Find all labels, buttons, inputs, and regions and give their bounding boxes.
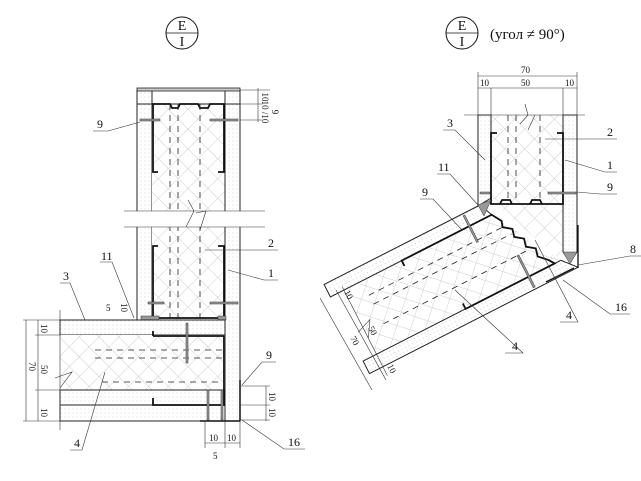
left-view: E I <box>23 16 305 462</box>
callout-4: 4 <box>566 308 572 322</box>
callout-9b: 9 <box>607 180 613 194</box>
svg-text:10: 10 <box>119 303 129 313</box>
callout-3: 3 <box>63 269 69 283</box>
callout-3: 3 <box>447 116 453 130</box>
callout-16: 16 <box>615 300 627 314</box>
svg-text:10: 10 <box>260 93 270 103</box>
svg-text:70: 70 <box>27 362 37 372</box>
svg-text:5: 5 <box>213 451 218 461</box>
callout-1: 1 <box>607 158 613 172</box>
svg-text:70: 70 <box>348 334 361 347</box>
callout-9b: 9 <box>266 348 272 362</box>
callout-2: 2 <box>268 236 274 250</box>
horizontal-wall-panel <box>54 310 241 430</box>
angle-note: (угол ≠ 90°) <box>490 27 565 43</box>
diagonal-wall-panel <box>323 204 580 376</box>
svg-text:E: E <box>458 19 467 34</box>
svg-text:10: 10 <box>39 324 49 334</box>
svg-text:50: 50 <box>521 78 531 88</box>
svg-text:50: 50 <box>39 365 49 375</box>
callout-4: 4 <box>74 436 80 450</box>
dimension-lines <box>319 72 578 391</box>
callouts: 9 2 1 11 3 9 16 4 <box>60 117 305 451</box>
svg-text:9: 9 <box>270 110 280 115</box>
sealant-8 <box>562 251 578 265</box>
section-marker: E I <box>445 16 479 50</box>
svg-text:10: 10 <box>267 392 277 402</box>
callout-4b: 4 <box>512 339 518 353</box>
svg-text:10: 10 <box>480 78 490 88</box>
svg-text:10: 10 <box>267 408 277 418</box>
sealant-11 <box>477 199 492 217</box>
callout-2: 2 <box>607 125 613 139</box>
svg-text:10: 10 <box>227 433 237 443</box>
callout-16: 16 <box>288 435 300 449</box>
dimension-texts: 70 10 50 10 10 50 70 10 <box>342 65 574 375</box>
vertical-wall-panel <box>120 87 265 422</box>
callout-11: 11 <box>438 160 450 174</box>
svg-text:10 /10: 10 /10 <box>260 101 270 124</box>
right-view: E I (угол ≠ 90°) <box>319 16 641 391</box>
callout-8: 8 <box>630 242 636 256</box>
callout-9: 9 <box>422 185 428 199</box>
marker-top: E <box>178 19 187 34</box>
svg-text:70: 70 <box>521 65 531 75</box>
section-marker: E I <box>165 16 199 50</box>
dimension-lines <box>23 88 270 448</box>
callout-1: 1 <box>268 266 274 280</box>
svg-text:10: 10 <box>39 408 49 418</box>
svg-text:10: 10 <box>209 433 219 443</box>
svg-text:10: 10 <box>565 78 575 88</box>
marker-bottom: I <box>180 35 185 50</box>
callouts: 3 2 1 11 9 9 8 16 4 4 <box>420 116 641 354</box>
callout-11: 11 <box>101 249 113 263</box>
svg-text:5: 5 <box>106 303 111 313</box>
vertical-wall-panel <box>464 103 585 263</box>
svg-text:I: I <box>460 35 465 50</box>
dimension-texts: 10 10 /10 9 5 10 10 50 70 10 10 10 10 10… <box>27 93 280 462</box>
callout-9: 9 <box>97 117 103 131</box>
